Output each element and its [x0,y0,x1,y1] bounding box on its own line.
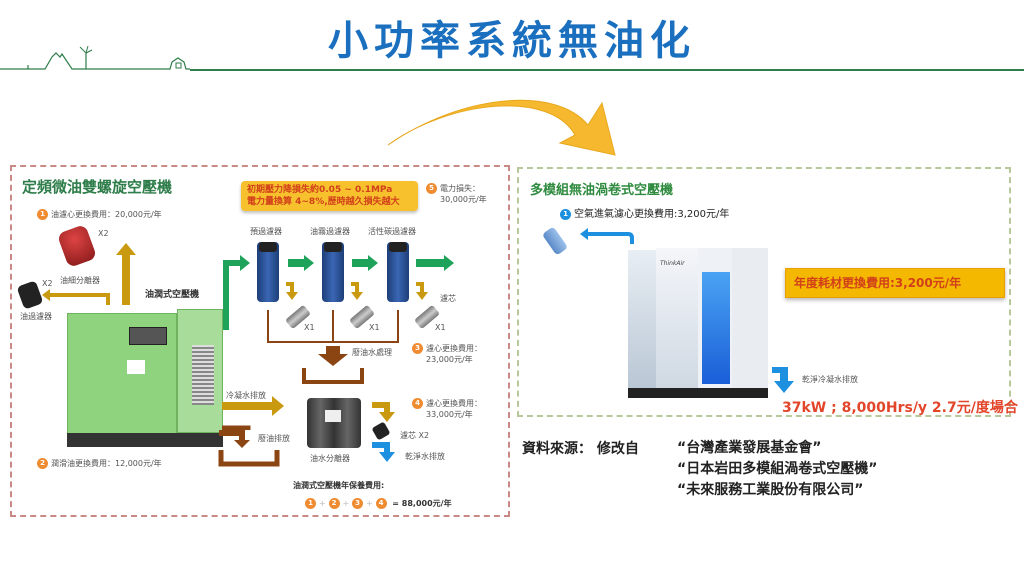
cost-item-2-text: 潤滑油更換費用：12,000元/年 [51,459,162,468]
cost-item-4-line1: 濾心更換費用： [426,399,482,408]
cost-item-1-text: 油濾心更換費用：20,000元/年 [51,210,162,219]
cost-item-3-line1: 濾心更換費用： [426,344,482,353]
filter-label-mist: 油霧過濾器 [310,227,350,236]
source-label: 資料來源： 修改自 [522,441,639,457]
arrow-to-oil-filter [42,289,110,305]
mist-filter-image [322,242,344,302]
cost-item-4-line2: 33,000元/年 [426,410,473,419]
drain-arrow [772,367,794,393]
cartridge-2-qty: X1 [369,323,380,332]
transition-arrow-icon [387,99,616,156]
windmill-blade-3 [85,45,89,54]
right-badge-1: 1 [560,208,571,220]
drain-lines [222,310,399,430]
drain-pipe [267,310,399,343]
air-arrow-3 [416,255,454,271]
separator-cartridge-label: 濾芯 X2 [400,430,429,441]
waste-oil-drain [218,430,280,467]
filter-label-carbon: 活性碳過濾器 [368,227,416,236]
formula-badge-1: 1 [305,498,316,509]
windmill-blade-1 [79,46,87,54]
formula-badge-2: 2 [328,498,340,509]
operating-spec: 37kW ; 8,000Hrs/y 2.7元/度場合 [782,400,1018,416]
air-up-arrow [223,255,250,330]
right-cost-item-text: 空氣進氣濾心更換費用:3,200元/年 [574,209,730,220]
cartridge-1-qty: X1 [304,323,315,332]
cartridge-3-qty: X1 [435,323,446,332]
cartridge-label: 濾芯 [440,294,456,303]
oil-free-compressor-panel [517,167,1011,417]
source-line-3: “未來服務工業股份有限公司” [677,482,864,498]
oil-separator-label: 油細分離器 [60,276,100,285]
waste-tank [302,368,364,384]
landscape-line [0,52,190,70]
air-flow-arrows [223,255,454,330]
waste-oil-pipe [222,425,251,430]
consumable-arrows [42,243,136,305]
windmill-blade-2 [85,49,93,54]
condensate-label: 冷凝水排放 [226,391,266,400]
separator-cartridge-text: 濾芯 [400,431,416,440]
annual-cost-value: = 88,000元/年 [392,499,452,508]
badge-5: 5 [426,183,437,194]
cost-item-3-line2: 23,000元/年 [426,355,473,364]
oil-free-compressor-image: ThinkAir [628,244,768,399]
badge-2: 2 [37,458,48,469]
separator-cartridge-qty: X2 [418,431,430,440]
oil-water-separator-image [307,398,361,448]
machine-brand: ThinkAir [660,260,685,267]
left-panel-title: 定頻微油雙螺旋空壓機 [22,178,173,196]
carbon-filter-image [387,242,409,302]
pre-filter-image [257,242,279,302]
annual-cost-formula: 1+ 2+ 3+ 4 = 88,000元/年 [305,498,452,509]
waste-oil-label: 廢油排放 [258,434,290,443]
oil-filter-qty: X2 [42,279,53,288]
air-arrow-2 [352,255,378,271]
oil-separator-qty: X2 [98,229,109,238]
compressor-label: 油潤式空壓機 [145,290,200,300]
cost-item-5-line1: 電力損失： [440,184,480,193]
filter-label-pre: 預過濾器 [250,227,282,236]
condensate-arrow [222,396,284,416]
source-line-1: “台灣產業發展基金會” [677,440,822,456]
separator-label: 油水分離器 [310,454,350,463]
oil-compressor-panel [10,165,510,517]
cost-item-5-line2: 30,000元/年 [440,195,487,204]
arrow-to-separator [116,243,136,305]
page-title: 小功率系統無油化 [328,18,696,64]
oil-filter-label: 油過濾器 [20,312,52,321]
badge-1: 1 [37,209,48,220]
badge-3: 3 [412,343,423,354]
warning-line-2: 電力量換算 4~8%,歷時越久損失越大 [247,197,400,207]
clean-drain-label: 乾淨冷凝水排放 [802,375,858,384]
right-panel-title: 多模組無油渦卷式空壓機 [530,183,674,198]
house-door [175,62,182,69]
drain-down-arrow [318,346,348,366]
source-list: “台灣產業發展基金會” “日本岩田多模組渦卷式空壓機” “未來服務工業股份有限公… [677,438,877,501]
formula-badge-4: 4 [375,498,387,509]
source-line-2: “日本岩田多模組渦卷式空壓機” [677,461,878,477]
intake-arrow [580,228,634,244]
header-landscape-line [0,45,1024,71]
oil-compressor-image [67,305,223,450]
separator-arrows [372,402,395,462]
waste-water-label: 廢油水處理 [352,348,392,357]
annual-cost-title: 油潤式空壓機年保養費用: [293,481,385,490]
warning-line-1: 初期壓力降損失約0.05 ~ 0.1MPa [247,185,393,195]
badge-4: 4 [412,398,423,409]
air-arrow-1 [288,255,314,271]
pressure-loss-warning: 初期壓力降損失約0.05 ~ 0.1MPa 電力量換算 4~8%,歷時越久損失越… [241,181,418,211]
annual-consumable-cost: 年度耗材更換費用:3,200元/年 [785,268,1005,298]
formula-badge-3: 3 [352,498,363,509]
cartridge-arrows [286,282,428,300]
clean-water-label: 乾淨水排放 [405,452,445,461]
